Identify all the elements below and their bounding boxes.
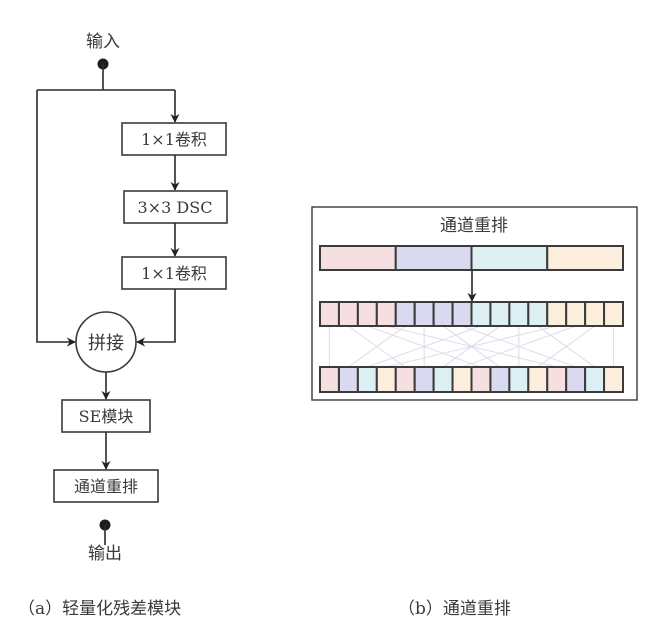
shuffle-box bbox=[53, 469, 159, 503]
shuffle-connector bbox=[461, 325, 576, 368]
output-label: 输出 bbox=[88, 544, 122, 564]
caption-a: （a）轻量化残差模块 bbox=[18, 599, 181, 619]
conv1-box bbox=[121, 122, 227, 156]
skip-connection-arrow bbox=[36, 90, 76, 347]
shuffled-channel-cell bbox=[337, 366, 359, 393]
shuffle-panel-title: 通道重排 bbox=[440, 216, 508, 236]
shuffle-connector bbox=[537, 325, 595, 368]
residual-module-diagram: 输入 1×1卷积 3×3 DSC 1×1卷积 拼接 SE模块 通道重排 输出 （… bbox=[18, 32, 228, 619]
shuffle-label: 通道重排 bbox=[74, 477, 138, 496]
shuffled-channel-cell bbox=[489, 366, 511, 393]
split-channel-cell bbox=[432, 301, 454, 327]
split-channel-cell bbox=[565, 301, 587, 327]
dsc-box bbox=[123, 190, 228, 224]
split-channel-cell bbox=[394, 301, 416, 327]
shuffle-connector bbox=[386, 325, 557, 368]
split-channel-cell bbox=[508, 301, 530, 327]
split-channel-cell bbox=[470, 301, 492, 327]
split-channels-row bbox=[319, 301, 624, 327]
grouped-channels-row bbox=[319, 245, 624, 271]
channel-group-1 bbox=[319, 245, 397, 271]
shuffled-channel-cell bbox=[413, 366, 435, 393]
split-channel-cell bbox=[319, 301, 340, 327]
split-channel-cell bbox=[451, 301, 473, 327]
conv1-label: 1×1卷积 bbox=[141, 130, 207, 149]
channel-group-4 bbox=[546, 245, 624, 271]
split-channel-cell bbox=[413, 301, 435, 327]
split-channel-cell bbox=[527, 301, 549, 327]
se-box bbox=[61, 399, 151, 433]
caption-b: （b）通道重排 bbox=[398, 599, 511, 619]
shuffled-channel-cell bbox=[470, 366, 492, 393]
shuffled-channel-cell bbox=[319, 366, 340, 393]
concat-label: 拼接 bbox=[88, 333, 124, 354]
shuffled-channel-cell bbox=[584, 366, 606, 393]
split-channel-cell bbox=[546, 301, 568, 327]
split-channel-cell bbox=[489, 301, 511, 327]
shuffled-channel-cell bbox=[375, 366, 397, 393]
se-label: SE模块 bbox=[79, 407, 134, 426]
shuffle-connections bbox=[328, 325, 615, 368]
arrow-to-concat bbox=[136, 289, 176, 347]
channel-group-2 bbox=[394, 245, 473, 271]
shuffle-connector bbox=[348, 325, 406, 368]
shuffled-channel-cell bbox=[432, 366, 454, 393]
input-label: 输入 bbox=[86, 32, 120, 52]
dsc-label: 3×3 DSC bbox=[138, 198, 213, 217]
split-channel-cell bbox=[375, 301, 397, 327]
shuffled-channel-cell bbox=[508, 366, 530, 393]
shuffle-connector bbox=[367, 325, 482, 368]
conv2-label: 1×1卷积 bbox=[141, 264, 207, 283]
shuffled-channels-row bbox=[319, 366, 624, 393]
shuffled-channel-cell bbox=[394, 366, 416, 393]
conv2-box bbox=[121, 256, 227, 290]
channel-shuffle-diagram: 通道重排 （b）通道重排 bbox=[311, 206, 638, 619]
shuffled-channel-cell bbox=[451, 366, 473, 393]
channel-group-3 bbox=[470, 245, 549, 271]
split-channel-cell bbox=[584, 301, 606, 327]
split-channel-cell bbox=[337, 301, 359, 327]
split-channel-cell bbox=[603, 301, 624, 327]
shuffled-channel-cell bbox=[527, 366, 549, 393]
split-channel-cell bbox=[356, 301, 378, 327]
shuffled-channel-cell bbox=[356, 366, 378, 393]
shuffled-channel-cell bbox=[565, 366, 587, 393]
shuffled-channel-cell bbox=[603, 366, 624, 393]
shuffled-channel-cell bbox=[546, 366, 568, 393]
